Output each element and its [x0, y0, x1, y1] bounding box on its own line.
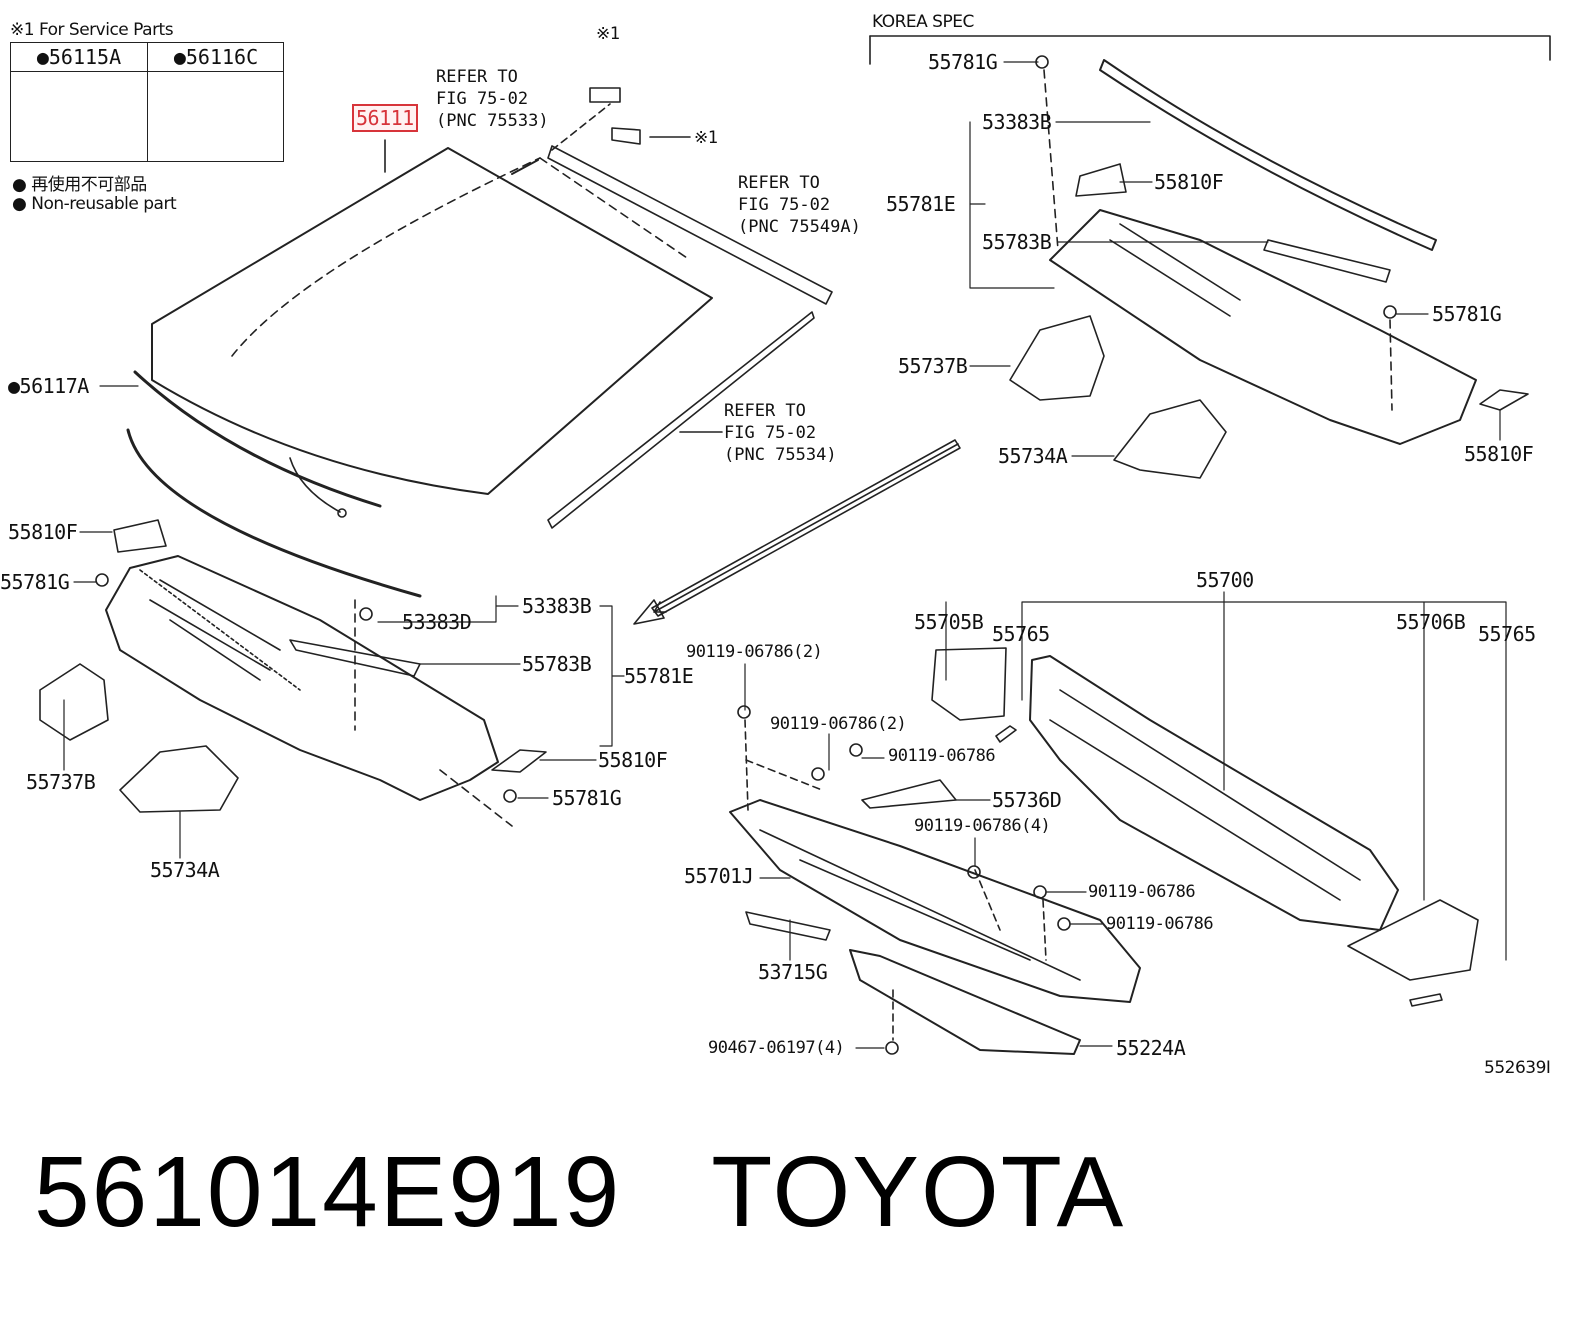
bolt-label[interactable]: 90119-06786: [888, 746, 996, 766]
part-label[interactable]: 55765: [992, 622, 1050, 646]
leader-lines: [63, 61, 1507, 1049]
bolt-label[interactable]: 90119-06786: [1088, 882, 1196, 902]
part-number: 561014E919: [34, 1136, 622, 1248]
part-label[interactable]: 53715G: [758, 960, 828, 984]
part-label[interactable]: 55734A: [150, 858, 220, 882]
bolt-label[interactable]: 90119-06786(2): [770, 714, 907, 734]
part-label[interactable]: 55705B: [914, 610, 984, 634]
lower-moulding-left: [126, 370, 422, 598]
part-label[interactable]: 55765: [1478, 622, 1536, 646]
part-label[interactable]: 55224A: [1116, 1036, 1186, 1060]
fasteners: [95, 55, 1397, 1055]
part-label[interactable]: ●56117A: [8, 374, 89, 398]
legend-en: ● Non-reusable part: [12, 194, 177, 214]
part-label[interactable]: 55706B: [1396, 610, 1466, 634]
upper-moulding: [511, 103, 833, 305]
part-label[interactable]: 55810F: [1154, 170, 1224, 194]
footer-title: 561014E919 TOYOTA: [34, 1135, 1125, 1250]
part-label[interactable]: 55737B: [26, 770, 96, 794]
bolt-label[interactable]: 90119-06786(4): [914, 816, 1051, 836]
note-mark: ※1: [694, 128, 718, 148]
direction-arrow: [633, 439, 961, 625]
bolt-label[interactable]: 90467-06197(4): [708, 1038, 845, 1058]
refer-note: REFER TO FIG 75-02 (PNC 75533): [436, 67, 549, 131]
part-label[interactable]: 55781E: [624, 664, 694, 688]
windshield-glass: [151, 139, 713, 495]
korea-cowl-assembly: [869, 35, 1551, 479]
service-part-label: ●56115A: [11, 43, 147, 72]
service-part-label: ●56116C: [148, 43, 284, 72]
service-parts-table: ●56115A ●56116C: [10, 42, 284, 162]
korea-spec-label: KOREA SPEC: [872, 12, 974, 32]
part-label[interactable]: 55783B: [522, 652, 592, 676]
part-label[interactable]: 55700: [1196, 568, 1254, 592]
part-label[interactable]: 53383B: [522, 594, 592, 618]
brand-name: TOYOTA: [711, 1136, 1126, 1248]
refer-note: REFER TO FIG 75-02 (PNC 75549A): [738, 173, 861, 237]
service-parts-note: ※1 For Service Parts: [10, 20, 174, 40]
service-clips: [589, 87, 691, 145]
part-label[interactable]: 55810F: [8, 520, 78, 544]
refer-note: REFER TO FIG 75-02 (PNC 75534): [724, 401, 837, 465]
left-cowl-assembly: [39, 519, 547, 827]
legend-jp: ● 再使用不可部品: [12, 175, 147, 195]
part-label[interactable]: 55781G: [928, 50, 998, 74]
part-label[interactable]: 55810F: [598, 748, 668, 772]
lower-cowl-panel: [729, 647, 1479, 1055]
diagram-ref-code: 552639I: [1484, 1058, 1551, 1078]
part-label[interactable]: 53383B: [982, 110, 1052, 134]
bolt-label[interactable]: 90119-06786: [1106, 914, 1214, 934]
note-mark: ※1: [596, 24, 620, 44]
side-moulding-right: [547, 311, 815, 529]
bolt-label[interactable]: 90119-06786(2): [686, 642, 823, 662]
part-label[interactable]: 55701J: [684, 864, 754, 888]
service-part-cell: ●56115A: [11, 43, 147, 161]
part-label[interactable]: 55734A: [998, 444, 1068, 468]
highlighted-part-number[interactable]: 56111: [352, 104, 418, 132]
part-label[interactable]: 55737B: [898, 354, 968, 378]
service-part-cell: ●56116C: [147, 43, 284, 161]
part-label[interactable]: 55781G: [1432, 302, 1502, 326]
part-label[interactable]: 55781E: [886, 192, 956, 216]
part-label[interactable]: 55781G: [552, 786, 622, 810]
part-label[interactable]: 55783B: [982, 230, 1052, 254]
part-label[interactable]: 53383D: [402, 610, 472, 634]
part-label[interactable]: 55736D: [992, 788, 1062, 812]
part-label[interactable]: 55810F: [1464, 442, 1534, 466]
part-label[interactable]: 55781G: [0, 570, 70, 594]
